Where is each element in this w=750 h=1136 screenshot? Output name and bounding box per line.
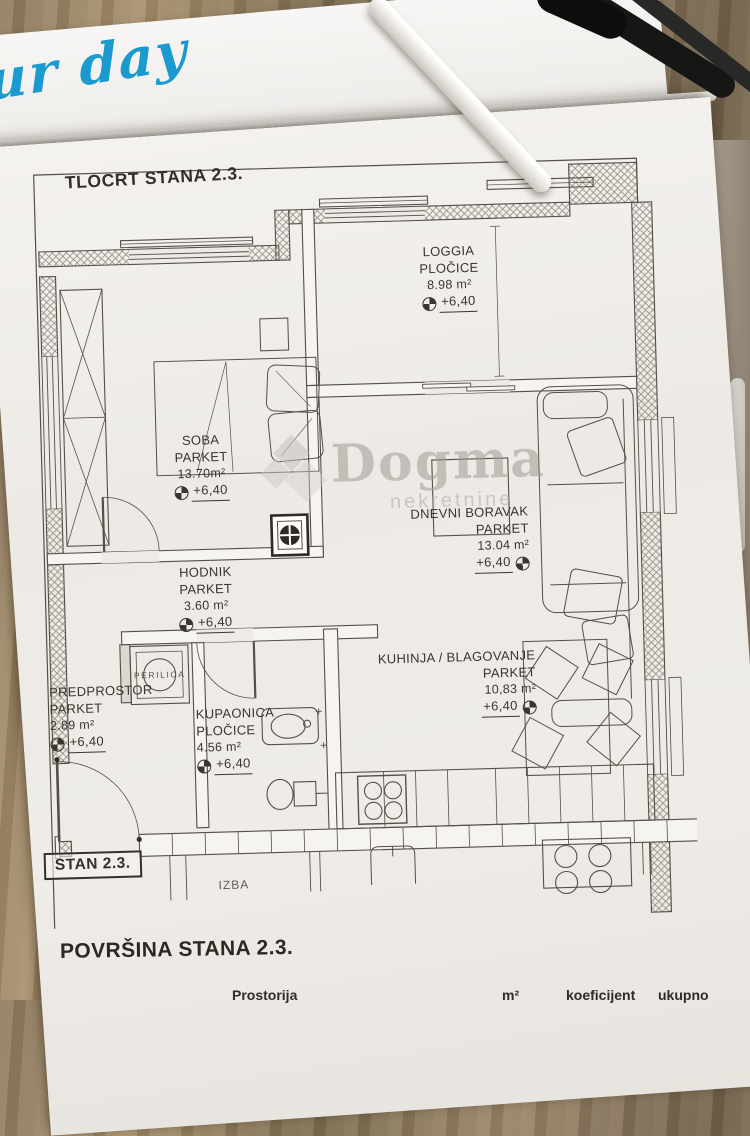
room-label-kupaonica: KUPAONICA PLOČICE 4.56 m² +6,40 [196, 704, 306, 776]
level-marker-icon [50, 737, 65, 752]
level-marker-icon [197, 758, 212, 774]
apartment-number-badge: STAN 2.3. [43, 850, 143, 881]
door-swings [54, 496, 257, 843]
drawing-frame [33, 157, 639, 929]
level-marker-icon [522, 699, 537, 715]
level-marker-icon [174, 485, 189, 500]
room-label-predprostor: PREDPROSTOR PARKET 2.89 m² +6,40 [49, 681, 179, 754]
level-marker-icon [515, 555, 530, 571]
floorplan-area: Dogma nekretnine TLOCRT STANA 2.3. LOGGI… [18, 141, 700, 944]
table-header-prostorija: Prostorija [232, 987, 298, 1003]
shaft [269, 513, 310, 557]
interior-walls [46, 208, 700, 860]
dimension-line [490, 225, 505, 377]
floorplan-drawing [33, 157, 700, 929]
table-header-m2: m² [502, 987, 520, 1003]
room-label-loggia: LOGGIA PLOČICE 8.98 m² +6,40 [391, 242, 508, 314]
room-label-hodnik: HODNIK PARKET 3.60 m² +6,40 [158, 563, 255, 635]
room-label-kuhinja: KUHINJA / BLAGOVANJE PARKET 10,83 m² +6,… [350, 647, 537, 721]
bathroom-sink [261, 707, 327, 749]
level-marker-icon [421, 296, 437, 311]
handwritten-text: ur day [0, 17, 190, 114]
wardrobe [59, 288, 110, 547]
table-header-ukupno: ukupno [658, 987, 709, 1003]
summary-title: POVRŠINA STANA 2.3. [59, 935, 294, 964]
unit-below [169, 837, 652, 901]
coffee-table [431, 457, 511, 537]
room-label-dnevni-boravak: DNEVNI BORAVAK PARKET 13.04 m² +6,40 [350, 503, 530, 577]
level-marker-icon [178, 617, 194, 632]
kitchen-counter [334, 763, 656, 830]
washing-machine [129, 644, 191, 706]
windows [41, 176, 685, 776]
washing-machine-label: PERILICA [133, 669, 186, 681]
sofa [536, 384, 640, 728]
room-label-izba: IZBA [218, 877, 250, 893]
toilet [266, 778, 329, 811]
table-header-koeficijent: koeficijent [566, 987, 636, 1003]
room-label-soba: SOBA PARKET 13.70m² +6,40 [148, 431, 255, 503]
